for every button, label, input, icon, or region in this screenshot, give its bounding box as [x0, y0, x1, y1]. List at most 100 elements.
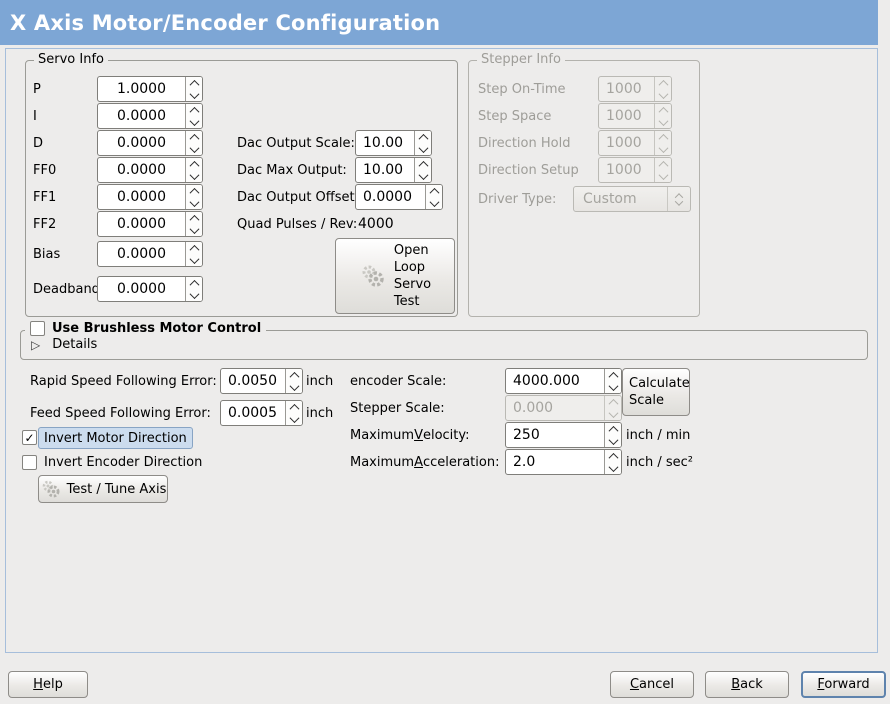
spin-up-icon[interactable] — [415, 131, 431, 144]
dac-output-offset-spinbox[interactable]: 0.0000 — [355, 184, 443, 210]
encoder-scale-label: encoder Scale: — [350, 373, 447, 389]
spin-up-icon[interactable] — [186, 131, 202, 144]
spin-up-icon[interactable] — [286, 401, 302, 414]
spin-up-icon[interactable] — [186, 242, 202, 255]
use-brushless-label: Use Brushless Motor Control — [52, 321, 262, 336]
open-loop-servo-test-button[interactable]: Open Loop Servo Test — [335, 238, 455, 314]
spin-down-icon[interactable] — [426, 196, 442, 209]
cancel-button[interactable]: Cancel — [610, 671, 694, 698]
feed-speed-error-spinbox[interactable]: 0.0005 — [220, 400, 303, 426]
spin-up-icon[interactable] — [186, 185, 202, 198]
spin-down-icon[interactable] — [186, 169, 202, 182]
spin-up-icon[interactable] — [286, 369, 302, 382]
direction-hold-label: Direction Hold — [478, 135, 571, 151]
spin-down-icon[interactable] — [605, 434, 621, 447]
use-brushless-checkbox[interactable] — [30, 321, 45, 336]
details-expander[interactable]: ▷ Details — [31, 337, 97, 352]
spin-up-icon[interactable] — [415, 158, 431, 171]
spin-down-icon — [655, 88, 671, 101]
back-button[interactable]: Back — [705, 671, 789, 698]
test-tune-axis-button[interactable]: Test / Tune Axis — [38, 475, 168, 503]
page-title: X Axis Motor/Encoder Configuration — [10, 10, 441, 35]
check-icon: ✓ — [24, 430, 35, 445]
spin-up-icon — [605, 396, 621, 409]
forward-button[interactable]: Forward — [801, 671, 886, 698]
spin-arrows[interactable] — [285, 401, 302, 425]
spin-down-icon[interactable] — [186, 196, 202, 209]
spin-arrows[interactable] — [414, 131, 431, 155]
spin-arrows[interactable] — [185, 242, 202, 266]
spin-arrows[interactable] — [185, 212, 202, 236]
spin-arrows[interactable] — [185, 158, 202, 182]
spin-arrows[interactable] — [185, 185, 202, 209]
spin-arrows[interactable] — [185, 131, 202, 155]
maximum-acceleration-spinbox[interactable]: 2.0 — [505, 449, 622, 475]
spin-down-icon[interactable] — [186, 223, 202, 236]
title-bar: X Axis Motor/Encoder Configuration — [0, 0, 878, 45]
spin-arrows[interactable] — [604, 369, 621, 393]
spin-down-icon[interactable] — [186, 142, 202, 155]
spin-up-icon — [655, 77, 671, 90]
spin-down-icon[interactable] — [415, 169, 431, 182]
spin-down-icon[interactable] — [186, 88, 202, 101]
spin-arrows — [604, 396, 621, 420]
spin-up-icon[interactable] — [186, 158, 202, 171]
spin-down-icon[interactable] — [286, 380, 302, 393]
p-spinbox[interactable]: 1.0000 — [97, 76, 203, 102]
details-label: Details — [52, 337, 98, 352]
bias-spinbox[interactable]: 0.0000 — [97, 241, 203, 267]
maximum-velocity-spinbox[interactable]: 250 — [505, 422, 622, 448]
servo-label-ff1: FF1 — [33, 189, 57, 205]
ff0-spinbox[interactable]: 0.0000 — [97, 157, 203, 183]
expander-arrow-icon[interactable]: ▷ — [31, 337, 41, 352]
spin-arrows[interactable] — [414, 158, 431, 182]
spin-up-icon[interactable] — [186, 212, 202, 225]
spin-arrows[interactable] — [185, 277, 202, 301]
spin-up-icon[interactable] — [605, 369, 621, 382]
direction-setup-label: Direction Setup — [478, 162, 579, 178]
spin-up-icon — [655, 104, 671, 117]
rapid-speed-error-spinbox[interactable]: 0.0050 — [220, 368, 303, 394]
rapid-speed-error-label: Rapid Speed Following Error: — [30, 373, 217, 389]
dac-output-scale-spinbox[interactable]: 10.00 — [355, 130, 432, 156]
spin-up-icon[interactable] — [186, 77, 202, 90]
help-button[interactable]: Help — [8, 671, 88, 698]
spin-arrows[interactable] — [425, 185, 442, 209]
servo-info-legend: Servo Info — [34, 52, 108, 68]
i-spinbox[interactable]: 0.0000 — [97, 103, 203, 129]
ff2-spinbox[interactable]: 0.0000 — [97, 211, 203, 237]
ff1-spinbox[interactable]: 0.0000 — [97, 184, 203, 210]
spin-up-icon[interactable] — [605, 423, 621, 436]
spin-up-icon[interactable] — [426, 185, 442, 198]
deadband-spinbox[interactable]: 0.0000 — [97, 276, 203, 302]
spin-down-icon[interactable] — [605, 380, 621, 393]
step-on-time-spinbox: 1000 — [598, 76, 672, 102]
spin-arrows[interactable] — [185, 104, 202, 128]
spin-arrows[interactable] — [604, 423, 621, 447]
spin-down-icon[interactable] — [186, 115, 202, 128]
spin-down-icon — [655, 169, 671, 182]
spin-up-icon[interactable] — [186, 104, 202, 117]
gears-icon — [359, 262, 387, 290]
spin-down-icon[interactable] — [605, 461, 621, 474]
spin-up-icon[interactable] — [186, 277, 202, 290]
invert-motor-label[interactable]: Invert Motor Direction — [38, 427, 193, 449]
spin-down-icon[interactable] — [415, 142, 431, 155]
spin-arrows[interactable] — [185, 77, 202, 101]
spin-up-icon[interactable] — [605, 450, 621, 463]
d-spinbox[interactable]: 0.0000 — [97, 130, 203, 156]
encoder-scale-spinbox[interactable]: 4000.000 — [505, 368, 622, 394]
dac-max-output-spinbox[interactable]: 10.00 — [355, 157, 432, 183]
spin-down-icon[interactable] — [186, 288, 202, 301]
driver-type-dropdown: Custom — [573, 186, 691, 212]
spin-arrows[interactable] — [604, 450, 621, 474]
invert-motor-checkbox[interactable]: ✓ — [22, 430, 37, 445]
servo-label-deadband: Deadband — [33, 281, 100, 297]
calculate-scale-button[interactable]: Calculate Scale — [622, 368, 690, 416]
invert-encoder-checkbox[interactable] — [22, 455, 37, 470]
spin-down-icon[interactable] — [186, 253, 202, 266]
spin-down-icon — [605, 407, 621, 420]
spin-arrows — [654, 158, 671, 182]
spin-down-icon[interactable] — [286, 412, 302, 425]
spin-arrows[interactable] — [285, 369, 302, 393]
